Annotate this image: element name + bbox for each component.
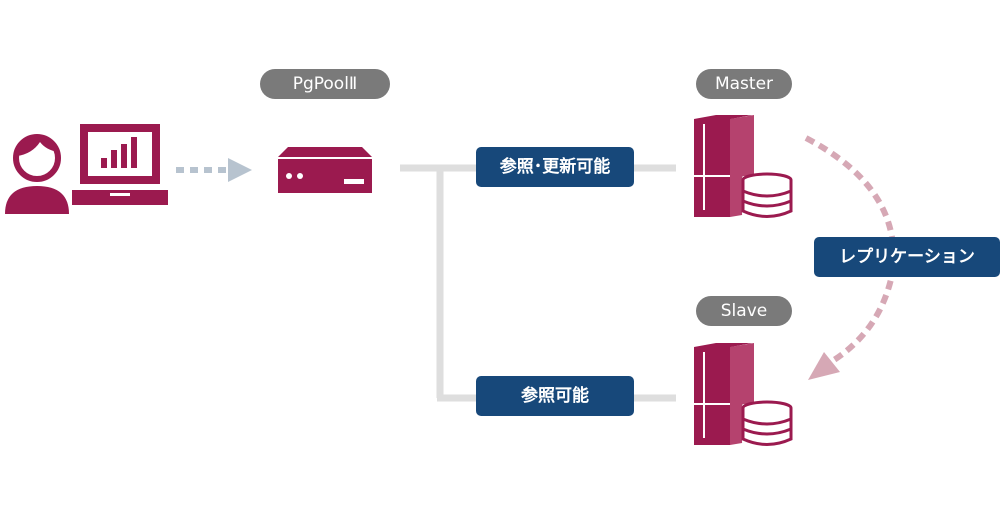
- server-box-icon: [278, 147, 372, 193]
- slave-database-server-icon: [694, 343, 793, 446]
- master-label: Master: [696, 69, 792, 99]
- computer-chart-icon: [72, 124, 168, 205]
- slave-label: Slave: [696, 296, 792, 326]
- pgpool-label: PgPoolⅡ: [260, 69, 390, 99]
- master-database-server-icon: [694, 115, 793, 218]
- master-access-tag: 参照･更新可能: [476, 147, 634, 187]
- connector-lines: [400, 164, 676, 402]
- slave-access-tag: 参照可能: [476, 376, 634, 416]
- client-arrow: [176, 158, 252, 182]
- replication-arrow-head: [808, 352, 840, 380]
- replication-tag: レプリケーション: [814, 237, 1000, 277]
- user-icon: [5, 134, 69, 214]
- client-arrow-head: [228, 158, 252, 182]
